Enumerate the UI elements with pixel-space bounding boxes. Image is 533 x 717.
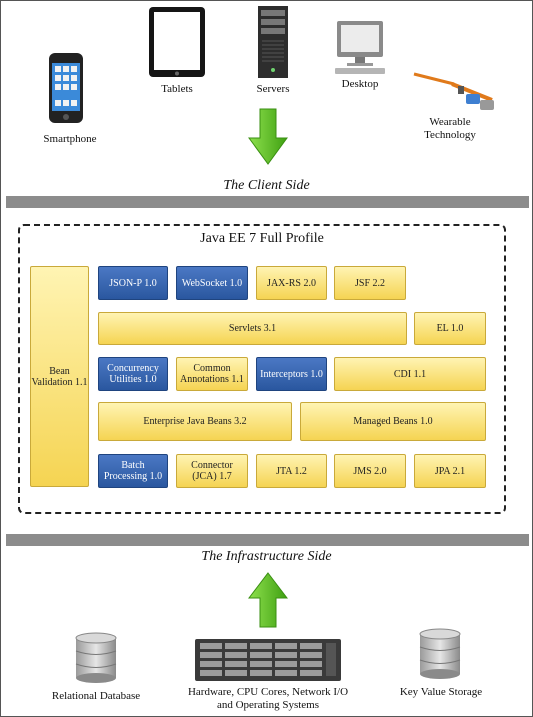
jpa-label: JPA 2.1 [434,465,466,477]
concurrency-line2: Utilities 1.0 [109,374,157,385]
java-ee-profile-panel [18,224,506,514]
concurrency-line1: Concurrency [107,363,159,374]
servers-label: Servers [256,83,290,95]
relational-database-label: Relational Database [51,690,141,702]
interceptors-box: Interceptors 1.0 [256,357,327,391]
wearable-label-line2: Technology [424,129,476,141]
key-value-storage-icon [419,628,461,679]
websocket-label: WebSocket 1.0 [181,277,243,289]
down-arrow-icon [248,108,288,165]
batch-line2: Processing 1.0 [103,471,163,482]
jta-label: JTA 1.2 [276,465,307,477]
connector-line1: Connector [191,460,233,471]
hardware-label-line2: and Operating Systems [216,699,320,711]
jpa-box: JPA 2.1 [414,454,486,488]
server-tower-icon [258,6,288,78]
json-p-box: JSON-P 1.0 [98,266,168,300]
jms-box: JMS 2.0 [334,454,406,488]
ejb-box: Enterprise Java Beans 3.2 [98,402,292,441]
infrastructure-divider-bar [6,534,529,546]
wearable-label-line1: Wearable [429,116,471,128]
jms-label: JMS 2.0 [353,465,387,477]
client-divider-bar [6,196,529,208]
jax-rs-label: JAX-RS 2.0 [267,277,316,289]
jta-box: JTA 1.2 [256,454,327,488]
batch-line1: Batch [121,460,145,471]
jsf-label: JSF 2.2 [354,277,385,289]
tablet-icon [149,7,205,77]
relational-database-icon [75,632,117,683]
connector-box: Connector(JCA) 1.7 [176,454,248,488]
smartphone-icon [49,53,83,123]
common-annotations-line2: Annotations 1.1 [180,374,244,385]
servlets-box: Servlets 3.1 [98,312,407,345]
hardware-label-line1: Hardware, CPU Cores, Network I/O [187,686,349,698]
jsf-box: JSF 2.2 [334,266,406,300]
el-label: EL 1.0 [436,323,464,334]
ejb-label: Enterprise Java Beans 3.2 [143,416,247,427]
wearable-label: Wearable Technology [400,116,500,142]
common-annotations-line1: Common [193,363,231,374]
interceptors-label: Interceptors 1.0 [260,368,323,380]
connector-line2: (JCA) 1.7 [192,471,232,482]
managed-beans-label: Managed Beans 1.0 [353,416,433,427]
cdi-label: CDI 1.1 [393,368,427,380]
desktop-label: Desktop [341,78,379,90]
smart-glasses-icon [413,72,494,110]
json-p-label: JSON-P 1.0 [109,277,157,289]
infrastructure-side-title: The Infrastructure Side [201,549,332,564]
client-side-title: The Client Side [223,178,310,193]
el-box: EL 1.0 [414,312,486,345]
smartphone-label: Smartphone [43,133,97,145]
server-rack-icon [195,639,341,681]
bean-validation-line2: Validation 1.1 [31,376,88,388]
servlets-label: Servlets 3.1 [228,323,277,334]
up-arrow-icon [248,572,288,628]
hardware-label: Hardware, CPU Cores, Network I/O and Ope… [168,686,368,712]
websocket-box: WebSocket 1.0 [176,266,248,300]
managed-beans-box: Managed Beans 1.0 [300,402,486,441]
desktop-computer-icon [335,21,385,74]
key-value-storage-label: Key Value Storage [399,686,483,698]
cdi-box: CDI 1.1 [334,357,486,391]
bean-validation-line1: Bean [49,365,70,377]
jax-rs-box: JAX-RS 2.0 [256,266,327,300]
profile-title: Java EE 7 Full Profile [200,231,324,246]
tablets-label: Tablets [161,83,193,95]
